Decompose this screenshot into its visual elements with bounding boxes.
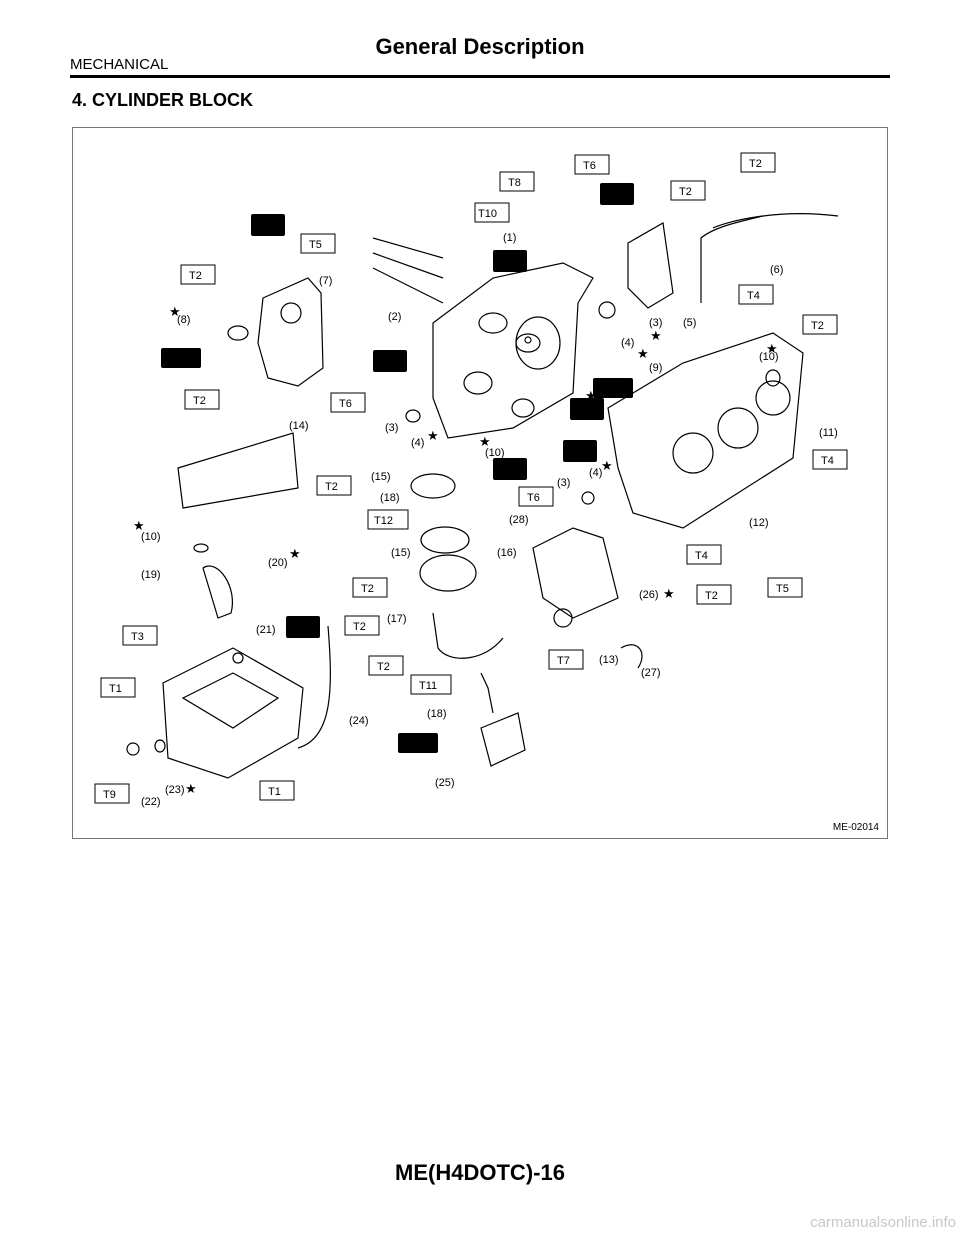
torque-tag: T3 (131, 631, 144, 643)
callout-label: (24) (349, 715, 369, 727)
callout-label: (9) (649, 362, 662, 374)
callout-label: (3) (649, 317, 662, 329)
section-label: MECHANICAL (70, 56, 169, 73)
callout-label: (26) (639, 589, 659, 601)
torque-tag: T2 (361, 583, 374, 595)
callout-label: (18) (380, 492, 400, 504)
torque-tag: T11 (419, 680, 437, 692)
watermark: carmanualsonline.info (810, 1214, 956, 1231)
callout-label: (13) (599, 654, 619, 666)
star-icon: ★ (637, 347, 649, 362)
document-title: General Description (375, 34, 585, 59)
callout-label: (8) (177, 314, 190, 326)
torque-tag: T6 (339, 398, 352, 410)
torque-tag: T6 (527, 492, 540, 504)
callout-label: (12) (749, 517, 769, 529)
torque-tag: T6 (583, 160, 596, 172)
callout-label: (4) (589, 467, 602, 479)
torque-tag: T2 (705, 590, 718, 602)
torque-tag: T10 (478, 208, 497, 220)
callout-label: (2) (388, 311, 401, 323)
baffle-plate (177, 432, 299, 509)
star-icon: ★ (479, 435, 491, 450)
callout-label: (14) (289, 420, 309, 432)
torque-tag: T2 (811, 320, 824, 332)
oil-pump-part (257, 277, 324, 387)
torque-tag: T2 (193, 395, 206, 407)
torque-tag: T5 (309, 239, 322, 251)
star-icon: ★ (766, 342, 778, 357)
callout-label: (4) (621, 337, 634, 349)
oil-strainer (202, 565, 233, 619)
torque-tag: T5 (776, 583, 789, 595)
callout-label: (20) (268, 557, 288, 569)
callout-label: (21) (256, 624, 276, 636)
callout-label: (5) (683, 317, 696, 329)
torque-tag: T7 (557, 655, 570, 667)
front-cover (627, 222, 674, 309)
diagram-drawing: T10 T8 T6 T2 T2 T5 T2 T2 T4 T2 T6 T4 T2 … (94, 152, 848, 808)
oil-filter (480, 712, 526, 767)
header-rule (70, 75, 890, 78)
callout-label: (6) (770, 264, 783, 276)
callout-label: (22) (141, 796, 161, 808)
figure-code: ME-02014 (832, 822, 879, 833)
torque-tag: T1 (268, 786, 281, 798)
page-number: ME(H4DOTC)-16 (395, 1160, 565, 1185)
cylinder-block-right (607, 332, 804, 529)
callout-label: (10) (485, 447, 505, 459)
torque-tag: T8 (508, 177, 521, 189)
torque-tag: T12 (374, 515, 393, 527)
torque-tag: T4 (695, 550, 708, 562)
callout-label: (15) (391, 547, 411, 559)
torque-tag: T1 (109, 683, 122, 695)
callout-label: (10) (573, 397, 593, 409)
callout-label: (3) (385, 422, 398, 434)
star-icon: ★ (185, 782, 197, 797)
callout-label: (16) (497, 547, 517, 559)
torque-tag: T9 (103, 789, 116, 801)
callout-label: (15) (371, 471, 391, 483)
page-header: MECHANICAL General Description (70, 0, 890, 80)
callout-label: (1) (503, 232, 516, 244)
callout-label: (18) (427, 708, 447, 720)
torque-tag: T2 (679, 186, 692, 198)
cylinder-block-left (432, 262, 594, 439)
torque-tag: T4 (747, 290, 760, 302)
water-pump (532, 527, 619, 619)
star-icon: ★ (427, 429, 439, 444)
star-icon: ★ (601, 459, 613, 474)
exploded-diagram: T10 T8 T6 T2 T2 T5 T2 T2 T4 T2 T6 T4 T2 … (72, 127, 888, 839)
star-icon: ★ (169, 305, 181, 320)
section-heading: 4. CYLINDER BLOCK (72, 90, 254, 110)
star-icon: ★ (650, 329, 662, 344)
callout-label: (11) (819, 427, 838, 439)
callout-label: (4) (411, 437, 424, 449)
callout-label: (19) (141, 569, 161, 581)
torque-tag: T2 (325, 481, 338, 493)
star-icon: ★ (133, 519, 145, 534)
callout-label: (23) (165, 784, 185, 796)
callout-label: (27) (641, 667, 661, 679)
callout-label: (28) (509, 514, 529, 526)
torque-tag: T4 (821, 455, 834, 467)
callout-label: (3) (557, 477, 570, 489)
torque-tag: T2 (749, 158, 762, 170)
callout-label: (10) (141, 531, 161, 543)
oil-pan (162, 647, 304, 779)
callout-label: (17) (387, 613, 407, 625)
callout-label: (7) (319, 275, 332, 287)
torque-tag: T2 (189, 270, 202, 282)
star-icon: ★ (663, 587, 675, 602)
star-icon: ★ (585, 389, 597, 404)
torque-tag: T2 (353, 621, 366, 633)
star-icon: ★ (289, 547, 301, 562)
torque-tag: T2 (377, 661, 390, 673)
callout-label: (10) (759, 351, 779, 363)
callout-label: (25) (435, 777, 455, 789)
